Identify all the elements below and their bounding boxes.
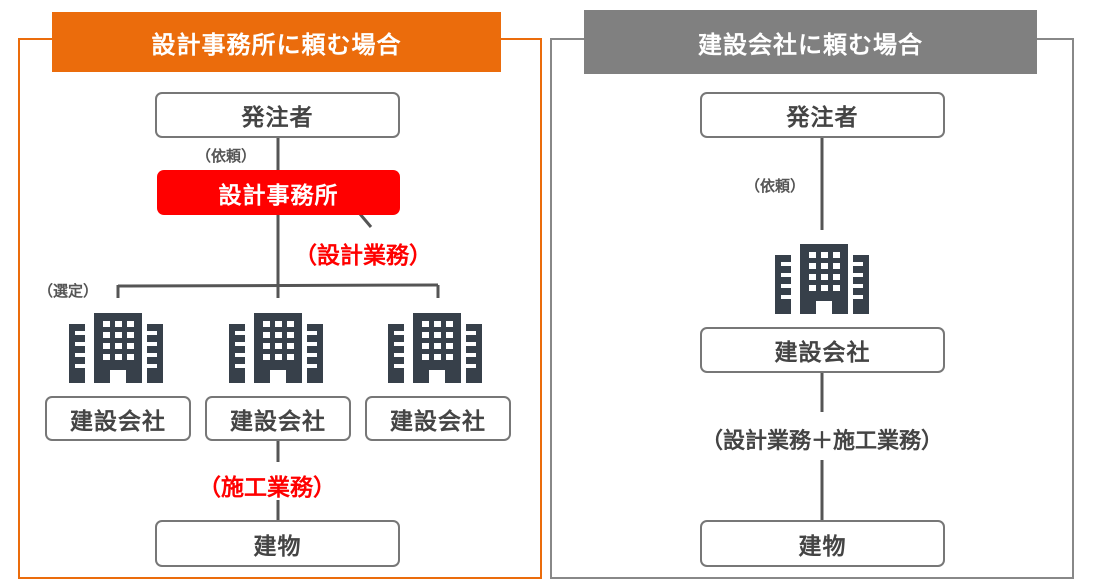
- contractor-box: 建設会社: [45, 396, 191, 441]
- architect-box: 設計事務所: [157, 170, 400, 215]
- client-box: 発注者: [700, 92, 945, 138]
- construction-work-label: （施工業務）: [198, 475, 336, 501]
- building-box: 建物: [700, 520, 945, 567]
- building-icon: [69, 313, 163, 383]
- design-work-label: （設計業務）: [294, 243, 432, 269]
- select-label: （選定）: [38, 282, 99, 300]
- contractor-box: 建設会社: [365, 396, 511, 441]
- right-panel-title: 建設会社に頼む場合: [584, 10, 1037, 74]
- building-icon: [229, 313, 323, 383]
- request-label: （依頼）: [196, 147, 257, 165]
- contractor-box: 建設会社: [700, 327, 945, 373]
- building-icon: [775, 244, 869, 314]
- building-icon: [388, 313, 482, 383]
- client-box: 発注者: [155, 92, 400, 138]
- contractor-box: 建設会社: [205, 396, 351, 441]
- request-label: （依頼）: [745, 177, 806, 195]
- work-label: （設計業務＋施工業務）: [700, 429, 943, 454]
- left-panel-title: 設計事務所に頼む場合: [52, 12, 501, 72]
- building-box: 建物: [155, 520, 400, 567]
